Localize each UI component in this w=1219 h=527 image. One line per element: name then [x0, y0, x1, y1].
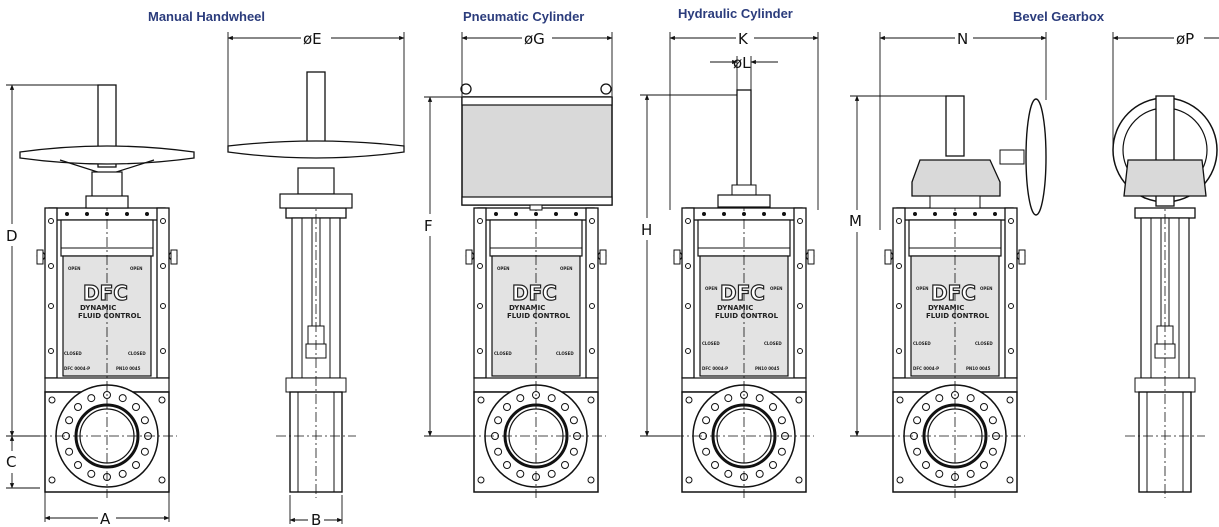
svg-text:CLOSED: CLOSED — [764, 341, 782, 346]
title-manual-handwheel: Manual Handwheel — [148, 9, 266, 24]
dim-M: M — [849, 212, 862, 230]
pneumatic-cylinder-front-view — [460, 83, 613, 500]
dimension-labels: D C A B øE øG F K øL H N M øP — [4, 29, 1204, 527]
svg-text:DFC 0004-P: DFC 0004-P — [702, 366, 728, 371]
svg-text:CLOSED: CLOSED — [975, 341, 993, 346]
svg-text:DFC: DFC — [720, 281, 765, 305]
svg-text:FLUID CONTROL: FLUID CONTROL — [507, 312, 571, 320]
dim-P: øP — [1176, 30, 1194, 48]
svg-text:DFC 0004-P: DFC 0004-P — [64, 366, 90, 371]
svg-text:PN10 0045: PN10 0045 — [966, 366, 991, 371]
svg-text:DYNAMIC: DYNAMIC — [509, 304, 545, 312]
dim-N: N — [957, 30, 968, 48]
nameplate-manual: OPEN OPEN DFC DYNAMIC FLUID CONTROL CLOSE… — [64, 266, 146, 371]
dim-C: C — [6, 453, 16, 471]
dim-A: A — [100, 510, 111, 527]
dim-E: øE — [303, 30, 322, 48]
svg-text:OPEN: OPEN — [770, 286, 782, 291]
dim-G: øG — [524, 30, 545, 48]
svg-text:FLUID CONTROL: FLUID CONTROL — [926, 312, 990, 320]
svg-text:DFC: DFC — [512, 281, 557, 305]
hydraulic-cylinder-front-view — [672, 89, 816, 500]
svg-text:CLOSED: CLOSED — [913, 341, 931, 346]
svg-text:DYNAMIC: DYNAMIC — [717, 304, 753, 312]
svg-text:CLOSED: CLOSED — [702, 341, 720, 346]
manual-handwheel-front-view — [19, 84, 195, 500]
svg-text:DFC 0004-P: DFC 0004-P — [913, 366, 939, 371]
svg-text:OPEN: OPEN — [560, 266, 572, 271]
title-hydraulic-cylinder: Hydraulic Cylinder — [678, 6, 793, 21]
svg-text:PN10 0045: PN10 0045 — [116, 366, 141, 371]
svg-text:OPEN: OPEN — [916, 286, 928, 291]
svg-text:OPEN: OPEN — [130, 266, 142, 271]
nameplate-bevel: OPEN OPEN DFC DYNAMIC FLUID CONTROL CLOSE… — [913, 280, 993, 371]
title-pneumatic-cylinder: Pneumatic Cylinder — [463, 9, 585, 24]
svg-text:CLOSED: CLOSED — [494, 351, 512, 356]
svg-text:OPEN: OPEN — [980, 286, 992, 291]
nameplate-hydraulic: OPEN OPEN DFC DYNAMIC FLUID CONTROL CLOSE… — [702, 280, 782, 371]
svg-text:FLUID CONTROL: FLUID CONTROL — [715, 312, 779, 320]
svg-text:CLOSED: CLOSED — [64, 351, 82, 356]
svg-text:DFC: DFC — [931, 281, 976, 305]
dim-B: B — [311, 511, 321, 527]
svg-text:DFC: DFC — [83, 281, 128, 305]
dim-F: F — [424, 217, 433, 235]
bevel-gearbox-front-view — [883, 95, 1047, 500]
svg-text:OPEN: OPEN — [68, 266, 80, 271]
bevel-gearbox-side-view — [1112, 95, 1218, 499]
dim-H: H — [641, 221, 652, 239]
svg-text:PN10 0045: PN10 0045 — [755, 366, 780, 371]
svg-text:OPEN: OPEN — [497, 266, 509, 271]
svg-text:CLOSED: CLOSED — [556, 351, 574, 356]
dim-K: K — [738, 30, 749, 48]
svg-text:CLOSED: CLOSED — [128, 351, 146, 356]
nameplate-pneumatic: OPEN OPEN DFC DYNAMIC FLUID CONTROL CLOSE… — [494, 266, 574, 356]
svg-text:DYNAMIC: DYNAMIC — [928, 304, 964, 312]
svg-text:FLUID CONTROL: FLUID CONTROL — [78, 312, 142, 320]
title-bevel-gearbox: Bevel Gearbox — [1013, 9, 1105, 24]
dim-L: øL — [733, 54, 751, 72]
svg-text:OPEN: OPEN — [705, 286, 717, 291]
svg-text:DYNAMIC: DYNAMIC — [80, 304, 116, 312]
manual-handwheel-side-view — [227, 71, 405, 499]
dim-D: D — [6, 227, 18, 245]
dimension-lines — [6, 32, 1219, 524]
